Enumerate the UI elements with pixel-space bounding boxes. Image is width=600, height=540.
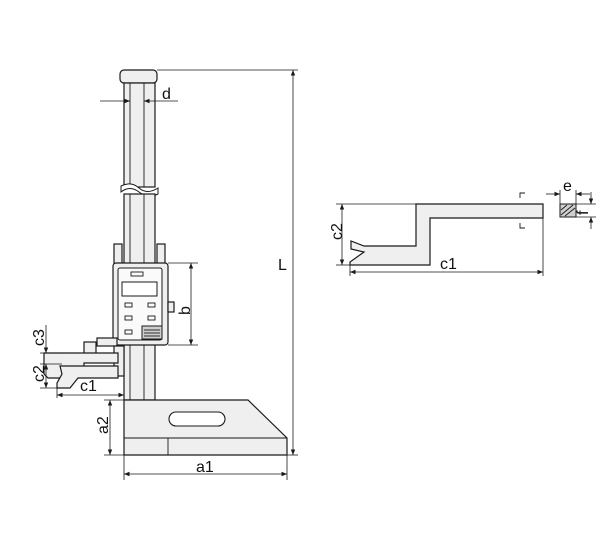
labels: d L b c3 c2 c1 a2 a1 c2 c1 e f xyxy=(31,86,592,476)
label-c2-left: c2 xyxy=(31,365,48,382)
label-c1-right: c1 xyxy=(440,256,457,273)
beam-break-mark xyxy=(120,183,159,197)
label-c1-left: c1 xyxy=(80,378,97,395)
base-block xyxy=(123,399,288,456)
button-1 xyxy=(124,302,133,308)
locking-screw xyxy=(167,301,175,313)
beam-top-cap xyxy=(119,69,158,84)
right-dimension-lines xyxy=(336,190,596,276)
label-e: e xyxy=(563,178,572,195)
lcd-screen xyxy=(121,281,158,297)
clamp-screw xyxy=(83,341,97,355)
button-4 xyxy=(147,315,156,321)
section-mark-top xyxy=(519,192,525,198)
scriber-tip xyxy=(56,365,119,389)
label-b: b xyxy=(177,306,194,315)
label-c2-right: c2 xyxy=(329,223,346,240)
left-dimension-lines xyxy=(40,69,298,480)
button-5 xyxy=(124,329,133,335)
label-a1: a1 xyxy=(196,459,214,476)
button-3 xyxy=(124,315,133,321)
label-d: d xyxy=(162,86,171,103)
label-f: f xyxy=(575,210,592,215)
clamp-top xyxy=(96,337,118,347)
base-slot xyxy=(168,411,226,427)
section-mark-bottom xyxy=(519,223,525,229)
label-c3: c3 xyxy=(31,329,48,346)
height-gauge xyxy=(43,69,288,456)
label-a2: a2 xyxy=(95,416,112,434)
button-2 xyxy=(147,302,156,308)
display-indicator xyxy=(130,271,144,277)
beam-upper xyxy=(123,82,156,188)
fine-adjust-knob xyxy=(141,325,163,340)
label-L: L xyxy=(278,257,287,274)
scriber-cross-section xyxy=(559,203,577,218)
